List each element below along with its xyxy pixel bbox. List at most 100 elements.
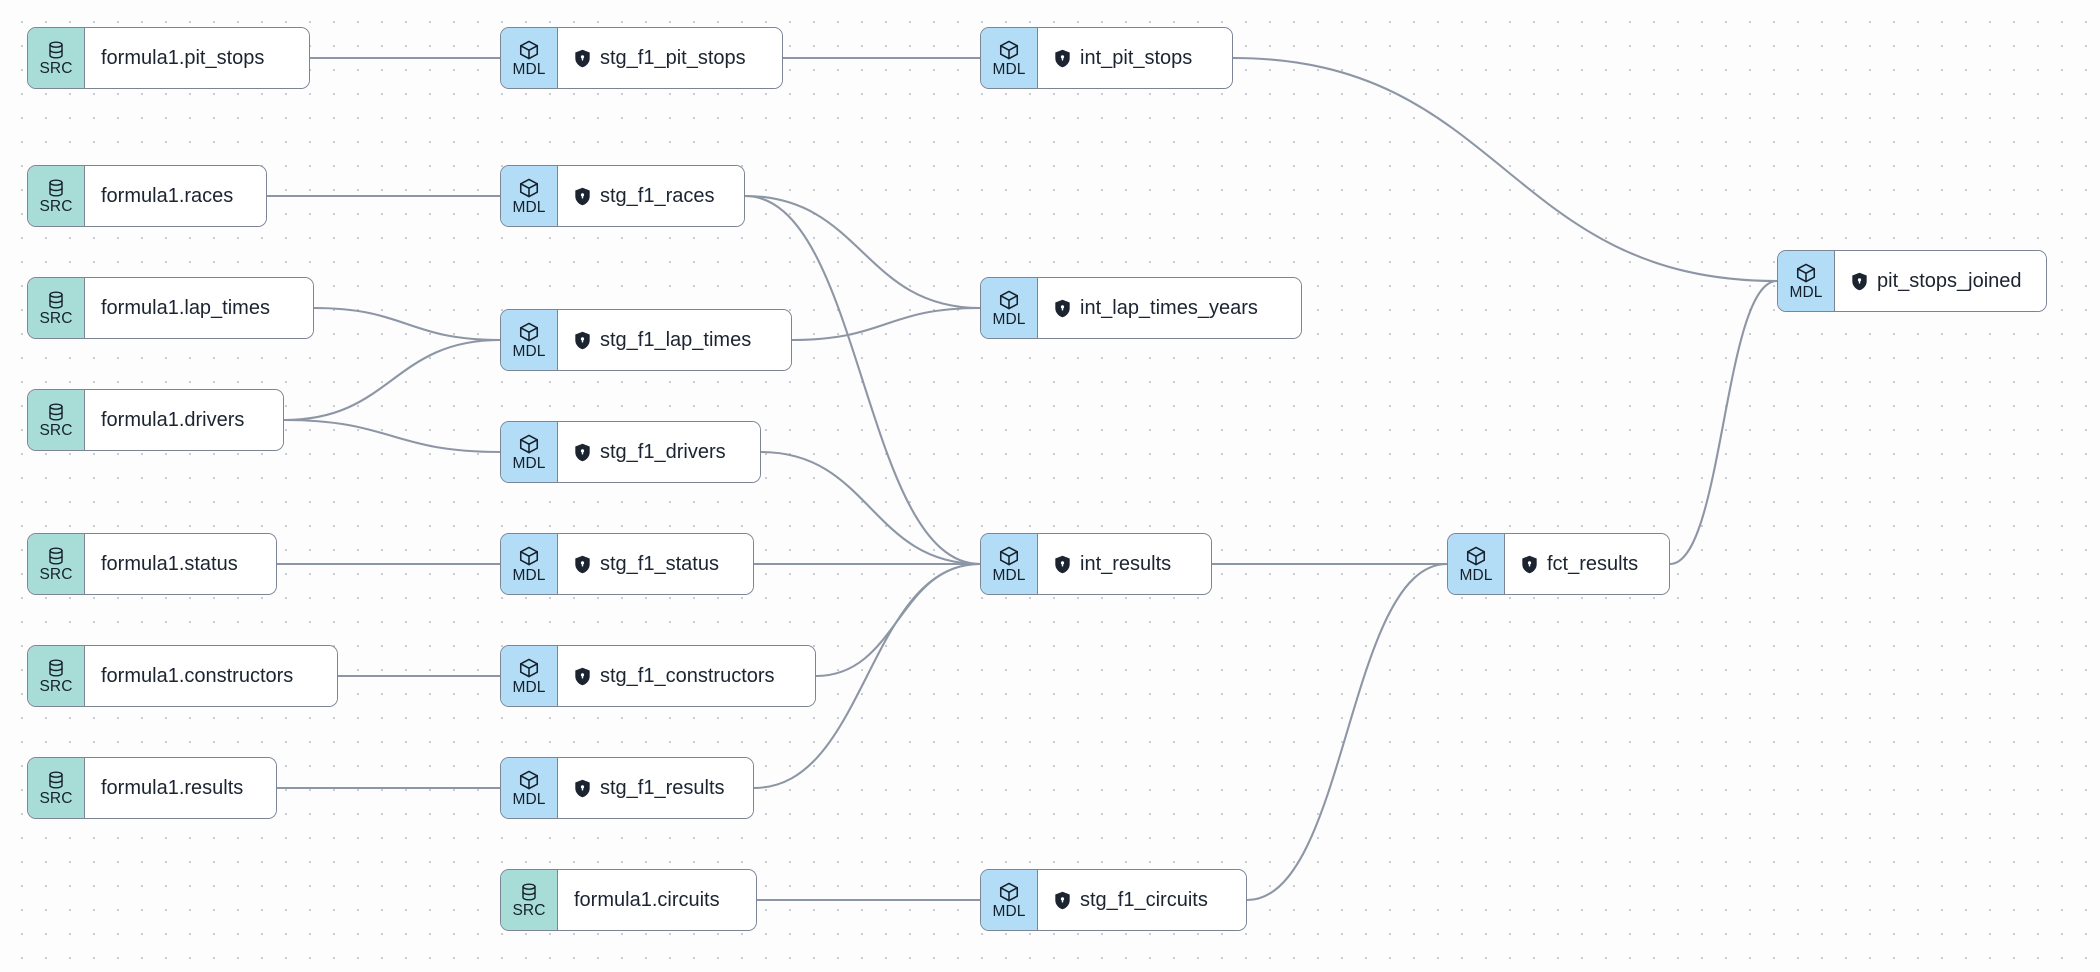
cube-icon — [998, 39, 1020, 61]
node-type-label: SRC — [39, 790, 73, 807]
node-label: stg_f1_races — [600, 185, 715, 207]
node-type-badge-mdl: MDL — [981, 278, 1038, 338]
node-label: int_lap_times_years — [1080, 297, 1258, 319]
graph-node-int_lap_times_years[interactable]: MDL int_lap_times_years — [980, 277, 1302, 339]
node-type-label: SRC — [39, 310, 73, 327]
node-type-badge-src: SRC — [28, 646, 85, 706]
node-type-badge-mdl: MDL — [501, 534, 558, 594]
graph-node-src_pit_stops[interactable]: SRC formula1.pit_stops — [27, 27, 310, 89]
node-body: formula1.circuits — [558, 870, 756, 930]
node-type-badge-src: SRC — [28, 28, 85, 88]
graph-node-src_circuits[interactable]: SRC formula1.circuits — [500, 869, 757, 931]
graph-node-stg_lap_times[interactable]: MDL stg_f1_lap_times — [500, 309, 792, 371]
shield-lock-icon — [574, 331, 591, 350]
node-type-badge-src: SRC — [28, 278, 85, 338]
node-type-badge-src: SRC — [501, 870, 558, 930]
node-body: int_results — [1038, 534, 1211, 594]
node-label: formula1.circuits — [574, 889, 720, 911]
node-body: formula1.drivers — [85, 390, 283, 450]
node-label: stg_f1_constructors — [600, 665, 775, 687]
node-body: formula1.results — [85, 758, 276, 818]
shield-lock-icon — [1521, 555, 1538, 574]
database-icon — [46, 658, 66, 678]
node-label: formula1.drivers — [101, 409, 245, 431]
node-label: stg_f1_lap_times — [600, 329, 752, 351]
node-type-badge-mdl: MDL — [501, 310, 558, 370]
edge-fct_results-to-pit_stops_joined — [1669, 279, 1778, 566]
node-label: stg_f1_circuits — [1080, 889, 1208, 911]
graph-node-stg_pit_stops[interactable]: MDL stg_f1_pit_stops — [500, 27, 783, 89]
graph-node-int_results[interactable]: MDL int_results — [980, 533, 1212, 595]
node-type-label: MDL — [512, 61, 546, 78]
graph-node-stg_constructors[interactable]: MDL stg_f1_constructors — [500, 645, 816, 707]
graph-node-stg_results[interactable]: MDL stg_f1_results — [500, 757, 754, 819]
shield-lock-icon — [574, 49, 591, 68]
graph-node-fct_results[interactable]: MDL fct_results — [1447, 533, 1670, 595]
shield-lock-icon — [574, 555, 591, 574]
node-type-badge-mdl: MDL — [501, 422, 558, 482]
node-type-label: MDL — [992, 61, 1026, 78]
cube-icon — [998, 881, 1020, 903]
cube-icon — [518, 177, 540, 199]
node-body: int_lap_times_years — [1038, 278, 1301, 338]
graph-node-pit_stops_joined[interactable]: MDL pit_stops_joined — [1777, 250, 2047, 312]
node-type-label: MDL — [992, 567, 1026, 584]
graph-node-int_pit_stops[interactable]: MDL int_pit_stops — [980, 27, 1233, 89]
graph-node-stg_circuits[interactable]: MDL stg_f1_circuits — [980, 869, 1247, 931]
graph-node-src_lap_times[interactable]: SRC formula1.lap_times — [27, 277, 314, 339]
cube-icon — [518, 545, 540, 567]
node-body: pit_stops_joined — [1835, 251, 2046, 311]
shield-lock-icon — [574, 779, 591, 798]
graph-node-src_results[interactable]: SRC formula1.results — [27, 757, 277, 819]
node-label: formula1.constructors — [101, 665, 294, 687]
edge-src_lap_times-to-stg_lap_times — [313, 306, 501, 342]
edge-stg_races-to-int_results — [744, 194, 981, 566]
cube-icon — [998, 545, 1020, 567]
node-type-badge-mdl: MDL — [501, 646, 558, 706]
node-type-label: MDL — [1789, 284, 1823, 301]
node-body: formula1.status — [85, 534, 276, 594]
node-body: fct_results — [1505, 534, 1669, 594]
node-body: stg_f1_pit_stops — [558, 28, 782, 88]
node-type-badge-mdl: MDL — [981, 870, 1038, 930]
database-icon — [46, 40, 66, 60]
edge-src_drivers-to-stg_lap_times — [283, 338, 501, 422]
node-type-label: MDL — [512, 343, 546, 360]
node-label: formula1.pit_stops — [101, 47, 265, 69]
node-label: stg_f1_results — [600, 777, 725, 799]
graph-node-src_constructors[interactable]: SRC formula1.constructors — [27, 645, 338, 707]
node-type-badge-src: SRC — [28, 534, 85, 594]
edge-stg_drivers-to-int_results — [760, 450, 981, 566]
edge-stg_races-to-int_lap_times_years — [744, 194, 981, 310]
edge-src_drivers-to-stg_drivers — [283, 418, 501, 454]
node-type-badge-mdl: MDL — [1448, 534, 1505, 594]
node-label: formula1.results — [101, 777, 244, 799]
node-body: formula1.races — [85, 166, 266, 226]
shield-lock-icon — [1851, 272, 1868, 291]
database-icon — [46, 546, 66, 566]
node-label: stg_f1_pit_stops — [600, 47, 746, 69]
cube-icon — [518, 321, 540, 343]
node-label: fct_results — [1547, 553, 1639, 575]
node-body: formula1.lap_times — [85, 278, 313, 338]
node-type-label: MDL — [512, 199, 546, 216]
node-label: int_pit_stops — [1080, 47, 1193, 69]
node-type-label: MDL — [512, 791, 546, 808]
edge-stg_lap_times-to-int_lap_times_years — [791, 306, 981, 342]
cube-icon — [1795, 262, 1817, 284]
shield-lock-icon — [574, 187, 591, 206]
graph-node-stg_races[interactable]: MDL stg_f1_races — [500, 165, 745, 227]
database-icon — [519, 882, 539, 902]
cube-icon — [998, 289, 1020, 311]
edge-int_pit_stops-to-pit_stops_joined — [1232, 56, 1778, 283]
node-label: pit_stops_joined — [1877, 270, 2022, 292]
node-type-badge-mdl: MDL — [1778, 251, 1835, 311]
node-body: formula1.pit_stops — [85, 28, 309, 88]
